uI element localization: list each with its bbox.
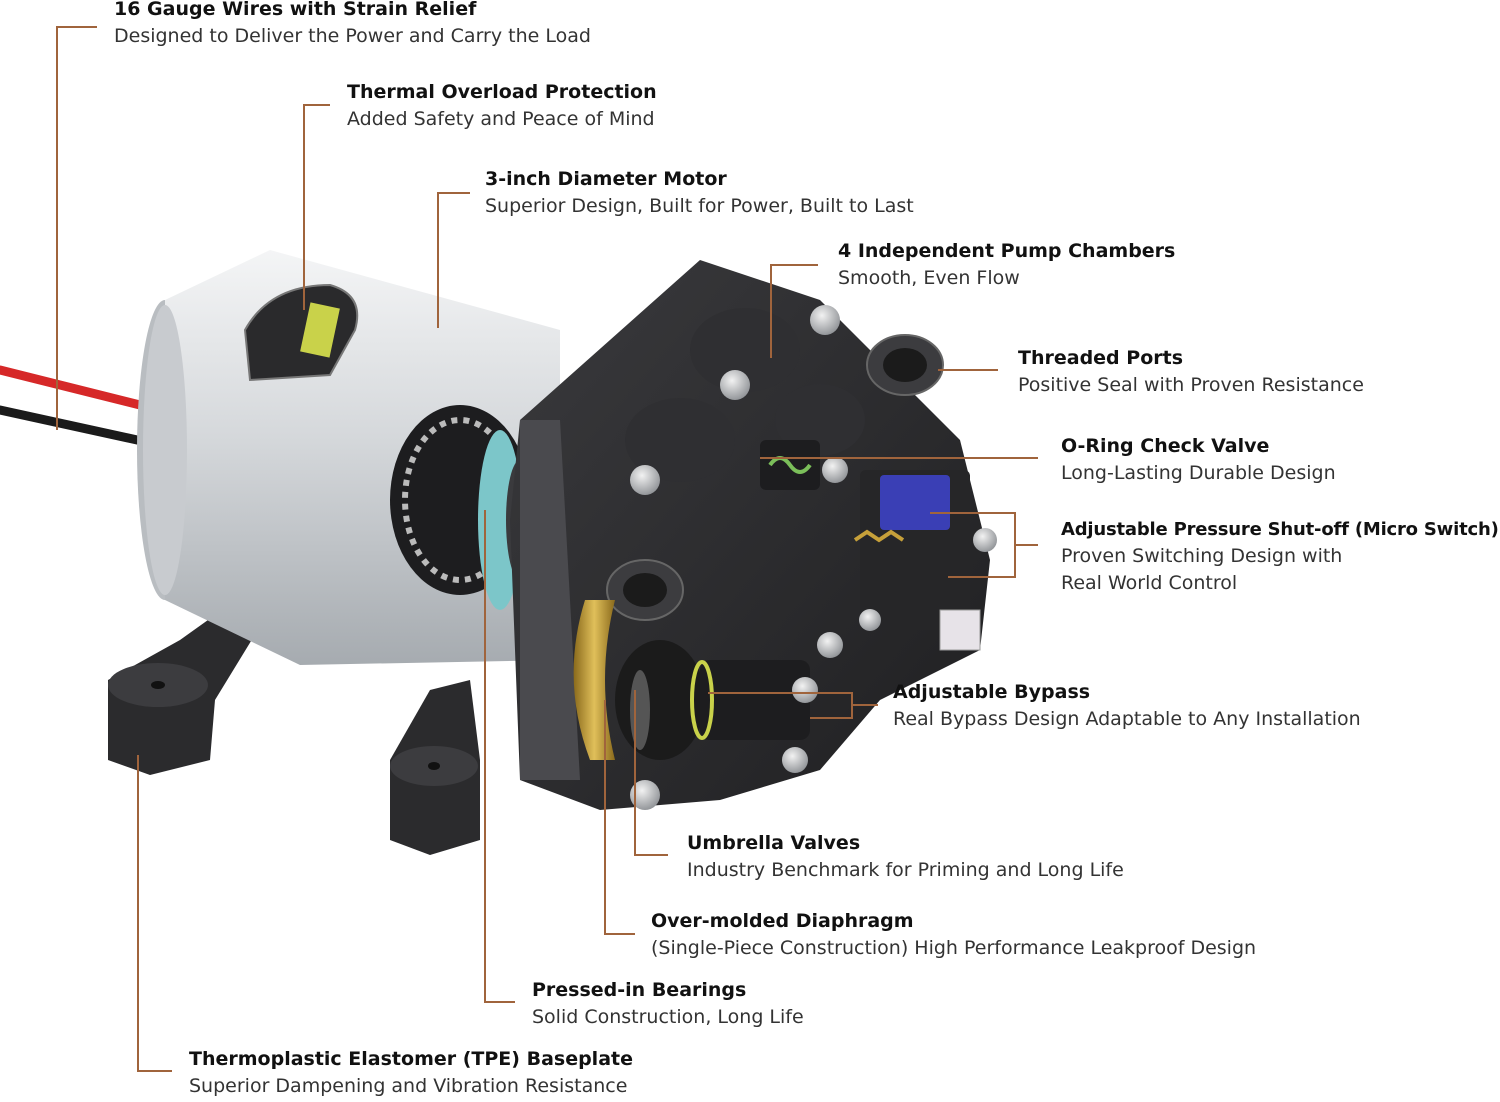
callout-title: Threaded Ports — [1018, 347, 1184, 369]
callout-subtitle: Superior Dampening and Vibration Resista… — [189, 1075, 628, 1097]
o-ring-check-valve — [768, 456, 812, 474]
callout-title: O-Ring Check Valve — [1061, 435, 1270, 457]
leader-bearings — [484, 510, 515, 1003]
callout-baseplate: Thermoplastic Elastomer (TPE) Baseplate … — [189, 1046, 633, 1100]
adjustable-bypass — [700, 660, 810, 740]
micro-switch — [880, 475, 950, 530]
callout-diaphragm: Over-molded Diaphragm (Single-Piece Cons… — [651, 908, 1256, 962]
threaded-port — [866, 334, 944, 396]
pump-chamber — [775, 384, 865, 456]
power-wires — [0, 365, 165, 450]
callout-title: 4 Independent Pump Chambers — [838, 240, 1176, 262]
leader-wires — [56, 26, 97, 430]
callout-subtitle: Industry Benchmark for Priming and Long … — [687, 859, 1124, 881]
callout-title: 16 Gauge Wires with Strain Relief — [114, 0, 477, 20]
callout-subtitle: (Single-Piece Construction) High Perform… — [651, 937, 1257, 959]
threaded-port — [606, 559, 684, 621]
callout-subtitle: Superior Design, Built for Power, Built … — [485, 195, 914, 217]
umbrella-valve — [630, 670, 650, 750]
leader-umbrella — [634, 690, 668, 856]
callout-motor: 3-inch Diameter Motor Superior Design, B… — [485, 166, 914, 220]
leader-chambers — [770, 264, 818, 358]
leader-bypass — [708, 692, 878, 719]
leader-diaphragm — [604, 700, 635, 935]
bolts — [630, 305, 997, 810]
callout-bearings: Pressed-in Bearings Solid Construction, … — [532, 977, 804, 1031]
callout-ports: Threaded Ports Positive Seal with Proven… — [1018, 345, 1364, 399]
leader-baseplate — [137, 755, 172, 1072]
callout-oring: O-Ring Check Valve Long-Lasting Durable … — [1061, 433, 1336, 487]
callout-title: Over-molded Diaphragm — [651, 910, 914, 932]
callout-title: Adjustable Bypass — [893, 681, 1091, 703]
callout-title: Pressed-in Bearings — [532, 979, 747, 1001]
callout-subtitle: Real Bypass Design Adaptable to Any Inst… — [893, 708, 1361, 730]
callout-title: Adjustable Pressure Shut-off (Micro Swit… — [1061, 519, 1499, 540]
pump-head — [510, 260, 990, 810]
callout-bypass: Adjustable Bypass Real Bypass Design Ada… — [893, 679, 1361, 733]
leader-thermal — [303, 104, 330, 310]
leader-lines — [56, 26, 1038, 1072]
callout-title: Thermoplastic Elastomer (TPE) Baseplate — [189, 1048, 633, 1070]
callout-subtitle: Added Safety and Peace of Mind — [347, 108, 655, 130]
callout-title: 3-inch Diameter Motor — [485, 168, 727, 190]
leader-switch — [930, 512, 1038, 578]
callout-subtitle: Proven Switching Design with — [1061, 545, 1343, 567]
callout-wires: 16 Gauge Wires with Strain Relief Design… — [114, 0, 591, 50]
pump-chamber — [625, 398, 735, 482]
callout-chambers: 4 Independent Pump Chambers Smooth, Even… — [838, 238, 1175, 292]
callout-subtitle-line2: Real World Control — [1061, 572, 1238, 594]
callout-umbrella: Umbrella Valves Industry Benchmark for P… — [687, 830, 1124, 884]
callout-thermal: Thermal Overload Protection Added Safety… — [347, 79, 657, 133]
thermal-switch — [300, 302, 340, 358]
callout-subtitle: Long-Lasting Durable Design — [1061, 462, 1336, 484]
callout-switch: Adjustable Pressure Shut-off (Micro Swit… — [1061, 516, 1499, 597]
tpe-baseplate — [108, 590, 480, 855]
callout-subtitle: Positive Seal with Proven Resistance — [1018, 374, 1364, 396]
callout-title: Thermal Overload Protection — [347, 81, 657, 103]
leader-motor — [437, 192, 470, 328]
pump-chamber — [690, 308, 800, 392]
callout-subtitle: Designed to Deliver the Power and Carry … — [114, 25, 591, 47]
callout-subtitle: Solid Construction, Long Life — [532, 1006, 804, 1028]
callout-title: Umbrella Valves — [687, 832, 861, 854]
callout-subtitle: Smooth, Even Flow — [838, 267, 1020, 289]
